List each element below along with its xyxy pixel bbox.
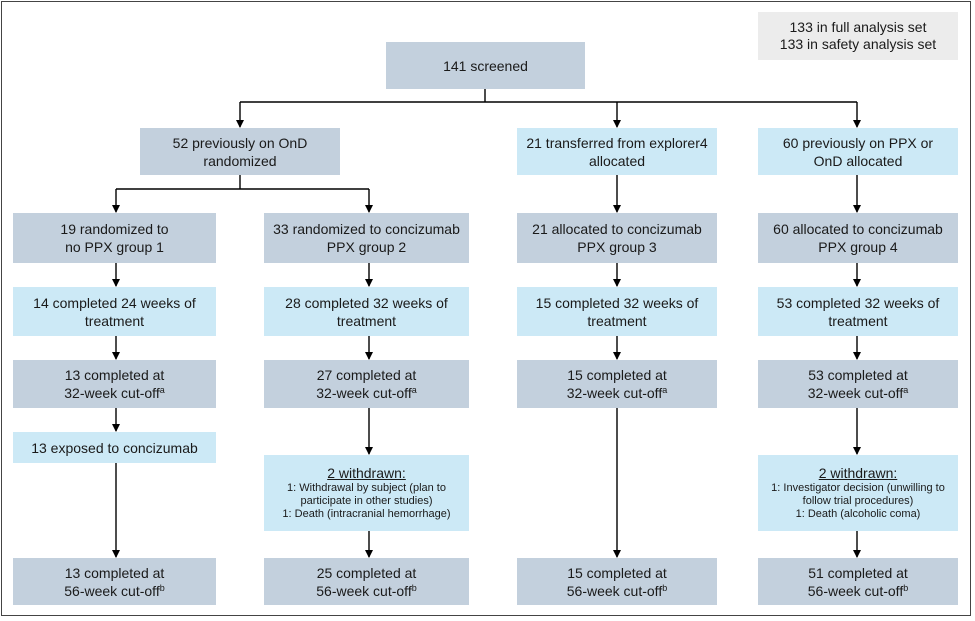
cutoff-line2: 32-week cut-offa	[808, 384, 908, 402]
group2-cutoff32-box: 27 completed at 32-week cut-offa	[264, 360, 469, 408]
source-line2: allocated	[588, 152, 646, 169]
footnote-marker: b	[903, 582, 909, 593]
group3-completed-box: 15 completed 32 weeks of treatment	[517, 287, 717, 336]
completed-line1: 53 completed 32 weeks of	[776, 294, 940, 311]
footnote-marker: a	[411, 385, 417, 395]
withdrawn-reason: 1: Death (alcoholic coma)	[795, 508, 921, 520]
cutoff-line2: 32-week cut-offa	[64, 384, 164, 402]
cutoff-line2: 32-week cut-offa	[316, 384, 416, 402]
withdrawn-reason: 1: Investigator decision (unwilling to	[771, 482, 945, 494]
group4-withdrawn-box: 2 withdrawn: 1: Investigator decision (u…	[758, 455, 958, 531]
exposed-text: 13 exposed to concizumab	[31, 439, 198, 456]
footnote-marker: a	[662, 385, 668, 395]
source-line1: 60 previously on PPX or	[782, 134, 934, 151]
withdrawn-title: 2 withdrawn:	[818, 465, 898, 481]
cutoff-line1: 15 completed at	[567, 564, 667, 581]
footnote-marker: a	[903, 385, 909, 395]
cutoff-line2: 56-week cut-offb	[808, 582, 908, 600]
group1-alloc-box: 19 randomized to no PPX group 1	[13, 213, 216, 263]
alloc-line1: 21 allocated to concizumab	[532, 221, 702, 237]
group4-completed-box: 53 completed 32 weeks of treatment	[758, 287, 958, 336]
cutoff-line1: 25 completed at	[316, 564, 417, 581]
source-box-ppx-ond: 60 previously on PPX or OnD allocated	[758, 128, 958, 175]
alloc-line1: 33 randomized to concizumab	[273, 221, 460, 237]
source-line2: randomized	[203, 152, 277, 169]
cutoff-line2: 32-week cut-offa	[567, 384, 667, 402]
withdrawn-title: 2 withdrawn:	[327, 465, 406, 481]
cutoff-line1: 51 completed at	[808, 564, 908, 581]
cutoff-line1: 27 completed at	[316, 367, 417, 383]
group2-alloc-box: 33 randomized to concizumab PPX group 2	[264, 213, 469, 263]
completed-line2: treatment	[336, 312, 397, 329]
cutoff-label: 32-week cut-off	[566, 385, 663, 401]
withdrawn-reason: follow trial procedures)	[802, 495, 914, 507]
source-line1: 52 previously on OnD	[172, 134, 308, 151]
withdrawn-reason: 1: Death (intracranial hemorrhage)	[282, 508, 451, 520]
completed-line1: 15 completed 32 weeks of	[535, 294, 699, 311]
group3-cutoff32-box: 15 completed at 32-week cut-offa	[517, 360, 717, 408]
cutoff-label: 56-week cut-off	[807, 582, 904, 599]
group1-exposed-box: 13 exposed to concizumab	[13, 432, 216, 463]
alloc-line2: PPX group 3	[577, 239, 657, 255]
screened-text: 141 screened	[443, 57, 528, 74]
alloc-line2: PPX group 4	[818, 239, 898, 255]
source-box-ond-randomized: 52 previously on OnD randomized	[140, 128, 340, 175]
group4-cutoff56-box: 51 completed at 56-week cut-offb	[758, 558, 958, 605]
withdrawn-reason: participate in other studies)	[300, 495, 433, 507]
footnote-marker: b	[662, 582, 668, 593]
alloc-line2: no PPX group 1	[65, 239, 164, 255]
group2-completed-box: 28 completed 32 weeks of treatment	[264, 287, 469, 336]
cutoff-label: 32-week cut-off	[807, 385, 904, 401]
alloc-line2: PPX group 2	[326, 239, 407, 255]
completed-line1: 28 completed 32 weeks of	[285, 294, 448, 311]
cutoff-line2: 56-week cut-offb	[567, 582, 667, 600]
cutoff-line1: 15 completed at	[567, 367, 667, 383]
completed-line2: treatment	[84, 312, 145, 329]
alloc-line1: 19 randomized to	[60, 221, 169, 237]
cutoff-line1: 13 completed at	[64, 367, 165, 383]
footnote-marker: b	[159, 582, 165, 593]
cutoff-line1: 53 completed at	[808, 367, 908, 383]
group2-cutoff56-box: 25 completed at 56-week cut-offb	[264, 558, 469, 605]
completed-line2: treatment	[828, 312, 888, 329]
cutoff-label: 32-week cut-off	[316, 385, 412, 401]
group3-cutoff56-box: 15 completed at 56-week cut-offb	[517, 558, 717, 605]
cutoff-line1: 13 completed at	[64, 564, 165, 581]
alloc-line1: 60 allocated to concizumab	[773, 221, 943, 237]
group3-alloc-box: 21 allocated to concizumab PPX group 3	[517, 213, 717, 263]
footnote-marker: b	[411, 582, 417, 593]
safety-analysis-set-text: 133 in safety analysis set	[779, 36, 937, 52]
footnote-marker: a	[159, 385, 165, 395]
cutoff-label: 56-week cut-off	[316, 582, 412, 599]
analysis-set-info: 133 in full analysis set 133 in safety a…	[758, 12, 958, 60]
group4-alloc-box: 60 allocated to concizumab PPX group 4	[758, 213, 958, 263]
source-line2: OnD allocated	[813, 152, 903, 169]
source-box-explorer4: 21 transferred from explorer4 allocated	[517, 128, 717, 175]
withdrawn-reason: 1: Withdrawal by subject (plan to	[287, 482, 446, 494]
cutoff-label: 56-week cut-off	[566, 582, 663, 599]
group4-cutoff32-box: 53 completed at 32-week cut-offa	[758, 360, 958, 408]
group2-withdrawn-box: 2 withdrawn: 1: Withdrawal by subject (p…	[264, 455, 469, 531]
completed-line1: 14 completed 24 weeks of	[33, 294, 196, 311]
group1-completed-box: 14 completed 24 weeks of treatment	[13, 287, 216, 336]
completed-line2: treatment	[587, 312, 647, 329]
group1-cutoff56-box: 13 completed at 56-week cut-offb	[13, 558, 216, 605]
group1-cutoff32-box: 13 completed at 32-week cut-offa	[13, 360, 216, 408]
source-line1: 21 transferred from explorer4	[526, 134, 708, 151]
full-analysis-set-text: 133 in full analysis set	[789, 19, 927, 35]
cutoff-label: 32-week cut-off	[64, 385, 160, 401]
cutoff-line2: 56-week cut-offb	[316, 582, 416, 600]
screened-box: 141 screened	[386, 42, 585, 89]
cutoff-label: 56-week cut-off	[64, 582, 160, 599]
cutoff-line2: 56-week cut-offb	[64, 582, 164, 600]
